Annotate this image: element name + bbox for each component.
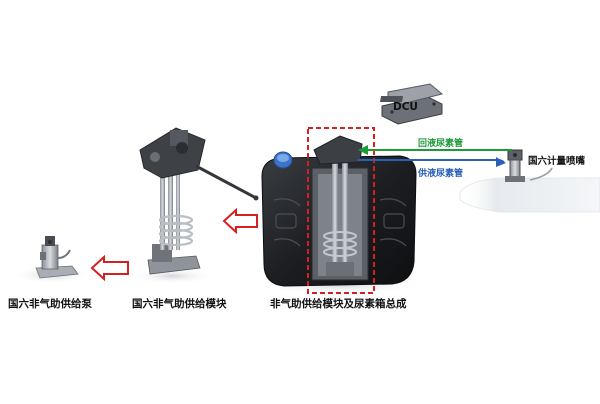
flow-arrow-1	[90, 254, 129, 282]
flow-arrow-2	[222, 207, 258, 235]
supply-module-illustration	[128, 127, 259, 284]
supply-pipe-label: 供液尿素管	[418, 169, 464, 179]
dcu-label: DCU	[393, 101, 418, 113]
return-pipe-label: 回液尿素管	[418, 139, 464, 149]
nozzle-label: 国六计量喷嘴	[528, 156, 586, 167]
return-pipe-line	[358, 145, 512, 155]
dcu-illustration	[380, 83, 444, 125]
tank-assembly-label: 非气助供给模块及尿素箱总成	[270, 298, 407, 310]
pump-label: 国六非气助供给泵	[8, 298, 92, 310]
urea-tank-assembly-illustration	[255, 135, 425, 295]
module-highlight-box	[307, 127, 375, 294]
supply-pump-illustration	[12, 236, 92, 284]
supply-pipe-line	[358, 157, 506, 167]
module-label: 国六非气助供给模块	[132, 298, 227, 310]
metering-nozzle-illustration	[505, 149, 525, 182]
exhaust-pipe-illustration	[459, 167, 600, 213]
